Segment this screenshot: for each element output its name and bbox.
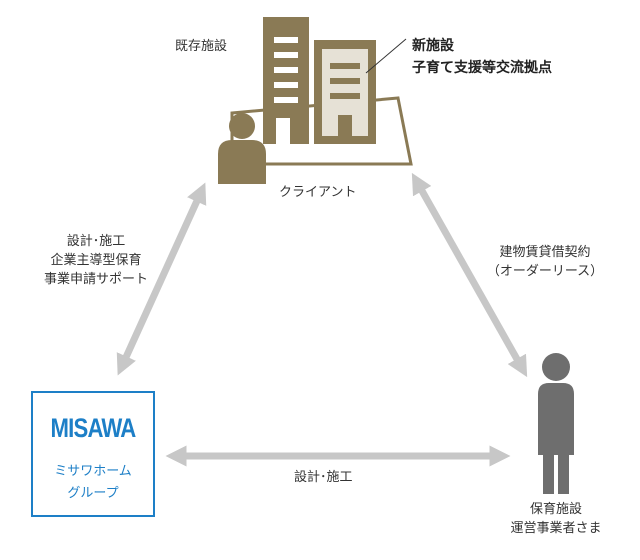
new-facility-leader xyxy=(365,38,407,74)
new-facility-label: 新施設 xyxy=(412,38,454,54)
misawa-name-line1: ミサワホーム xyxy=(54,464,132,479)
client-person-icon xyxy=(218,113,266,184)
left-edge-line1: 設計･施工 xyxy=(66,234,126,249)
left-edge-line3: 事業申請サポート xyxy=(43,272,148,287)
bottom-edge-label: 設計･施工 xyxy=(294,470,353,485)
misawa-name: ミサワホーム グループ xyxy=(33,461,153,505)
operator-label: 保育施設 運営事業者さま xyxy=(486,500,626,538)
left-edge-line2: 企業主導型保育 xyxy=(50,253,142,268)
client-label: クライアント xyxy=(279,185,357,200)
right-edge-line1: 建物賃貸借契約 xyxy=(499,245,591,260)
arrow-client-misawa xyxy=(116,182,207,376)
new-facility-sublabel: 子育て支援等交流拠点 xyxy=(412,60,552,76)
right-edge-line2: （オーダーリース） xyxy=(486,264,604,279)
right-edge-label: 建物賃貸借契約 （オーダーリース） xyxy=(478,243,612,281)
left-edge-label: 設計･施工 企業主導型保育 事業申請サポート xyxy=(20,232,172,289)
operator-person-icon xyxy=(538,353,574,494)
new-building-icon xyxy=(314,40,376,144)
arrow-client-operator xyxy=(411,172,528,378)
operator-line1: 保育施設 xyxy=(529,502,582,517)
misawa-name-line2: グループ xyxy=(67,486,119,501)
existing-building-icon xyxy=(263,17,309,144)
misawa-logo: MISAWA xyxy=(50,413,137,443)
operator-line2: 運営事業者さま xyxy=(510,521,602,536)
misawa-group-box: MISAWA ミサワホーム グループ xyxy=(31,391,155,517)
existing-facility-label: 既存施設 xyxy=(175,39,228,54)
